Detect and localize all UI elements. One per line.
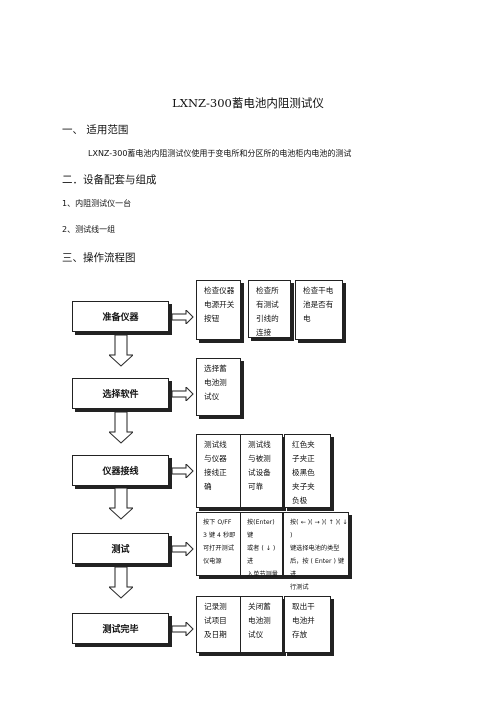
right-arrow-icon (172, 464, 194, 478)
stage-prepare: 准备仪器 (72, 301, 169, 332)
stage-label: 准备仪器 (102, 313, 139, 323)
detail-box: 按( ← )( → )( ↑ )( ↓ ) 键选择电池的类型 后，按 ( Ent… (283, 512, 349, 591)
detail-box: 记录测 试项目 及日期 (196, 596, 241, 653)
right-arrow-icon (172, 310, 194, 324)
detail-box: 检查干电 池是否有 电 (295, 280, 343, 340)
down-arrow-icon (109, 488, 133, 520)
stage-wiring: 仪器接线 (72, 455, 169, 486)
detail-box: 测试线 与被测 试设备 可靠 (240, 434, 283, 508)
detail-box: 红色夹 子夹正 极黑色 夹子夹 负极 (284, 434, 331, 508)
page-title: LXNZ-300蓄电池内阻测试仪 (172, 96, 324, 110)
section-3-heading: 三、操作流程图 (62, 252, 136, 264)
stage-label: 测试完毕 (102, 625, 139, 635)
list-item: 1、内阻测试仪一台 (62, 199, 132, 208)
detail-box: 关闭蓄 电池测 试仪 (240, 596, 283, 653)
stage-label: 测试 (111, 545, 130, 555)
section-1-text: LXNZ-300蓄电池内阻测试仪使用于变电所和分区所的电池柜内电池的测试 (88, 149, 352, 158)
stage-finish: 测试完毕 (72, 613, 169, 644)
detail-box: 检查所 有测试 引线的 连接 (248, 280, 291, 338)
section-1-heading: 一、 适用范围 (62, 124, 129, 136)
detail-box: 取出干 电池并 存放 (284, 596, 331, 653)
down-arrow-icon (109, 412, 133, 444)
detail-box: 检查仪器 电源开关 按钮 (196, 280, 241, 340)
section-2-heading: 二．设备配套与组成 (62, 174, 157, 186)
stage-test: 测试 (72, 533, 169, 564)
detail-box: 按(Enter) 键 或者 ( ↓ ) 进 入单节测量 (240, 512, 283, 578)
down-arrow-icon (109, 335, 133, 367)
detail-box: 按下 O/FF 3 键 4 秒即 可打开测试 仪电源 (196, 512, 241, 576)
stage-label: 仪器接线 (102, 467, 139, 477)
right-arrow-icon (172, 622, 194, 636)
stage-label: 选择软件 (102, 390, 139, 400)
detail-box: 选择蓄 电池测 试仪 (196, 358, 241, 416)
right-arrow-icon (172, 542, 194, 556)
list-item: 2、测试线一组 (62, 225, 116, 234)
down-arrow-icon (109, 567, 133, 599)
detail-box: 测试线 与仪器 接线正 确 (196, 434, 241, 508)
right-arrow-icon (172, 387, 194, 401)
stage-select-software: 选择软件 (72, 378, 169, 409)
